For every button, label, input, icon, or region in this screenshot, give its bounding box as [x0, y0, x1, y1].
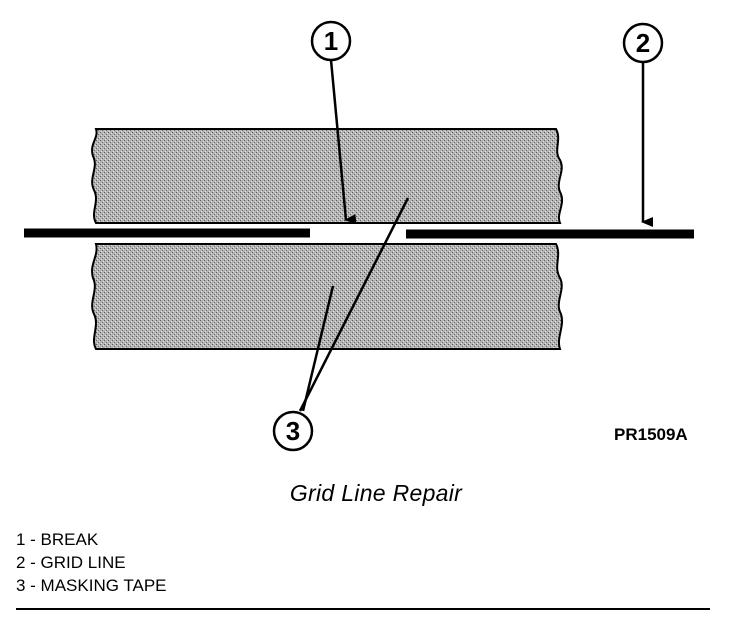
bottom-divider: [16, 608, 710, 610]
legend-item-masking-tape: 3 - MASKING TAPE: [16, 576, 167, 595]
figure-caption: Grid Line Repair: [289, 480, 463, 506]
masking-tape-upper: [91, 128, 563, 224]
callout-1-break: 1: [310, 20, 357, 225]
callout-2-number: 2: [636, 28, 650, 58]
masking-tape-lower: [91, 243, 563, 350]
callout-2-grid-line: 2: [622, 22, 664, 227]
callout-3-circle: [272, 410, 314, 452]
callout-1-leader: [329, 59, 357, 225]
callout-3-masking-tape: 3: [272, 197, 410, 452]
legend-item-grid-line: 2 - GRID LINE: [16, 553, 126, 572]
legend: 1 - BREAK 2 - GRID LINE 3 - MASKING TAPE: [16, 528, 167, 597]
callout-3-number: 3: [286, 416, 300, 446]
callout-1-number: 1: [324, 26, 338, 56]
callout-3-leader-lower: [301, 285, 335, 412]
figure-id: PR1509A: [614, 425, 688, 444]
callout-3-leader-upper: [298, 197, 410, 412]
legend-item-break: 1 - BREAK: [16, 530, 99, 549]
grid-line-break-gap: [310, 228, 406, 240]
grid-line-repair-diagram: 1 2 3 PR1509A: [24, 20, 694, 452]
